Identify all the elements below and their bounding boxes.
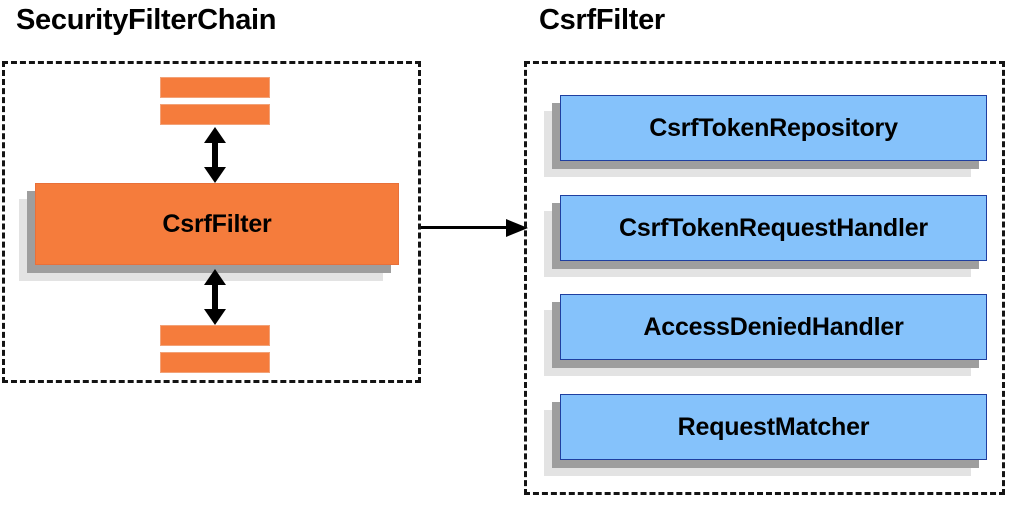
bidirectional-arrow-above-icon: [204, 127, 226, 183]
arrow-head-up-icon: [204, 127, 226, 143]
filter-stripe-above-2: [160, 104, 270, 125]
card-face: CsrfTokenRequestHandler: [560, 195, 987, 261]
filter-stripe-above-1: [160, 77, 270, 98]
security-filter-chain-container: [2, 61, 421, 383]
card-face: AccessDeniedHandler: [560, 294, 987, 360]
arrow-head-down-icon: [204, 167, 226, 183]
bidirectional-arrow-below-icon: [204, 269, 226, 325]
collaborator-card-access-denied-handler[interactable]: AccessDeniedHandler: [544, 294, 987, 376]
arrow-head-right-icon: [506, 219, 528, 237]
filter-stripe-below-2: [160, 352, 270, 373]
collaborator-label: AccessDeniedHandler: [643, 312, 904, 341]
arrow-head-up-icon: [204, 269, 226, 285]
collaborator-card-csrf-token-repository[interactable]: CsrfTokenRepository: [544, 95, 987, 177]
card-face: RequestMatcher: [560, 394, 987, 460]
collaborator-card-csrf-token-request-handler[interactable]: CsrfTokenRequestHandler: [544, 195, 987, 277]
arrow-shaft: [212, 279, 218, 315]
collaborator-label: CsrfTokenRequestHandler: [619, 213, 928, 242]
csrf-filter-card[interactable]: CsrfFilter: [19, 183, 399, 281]
csrf-filter-label: CsrfFilter: [162, 209, 272, 238]
card-face: CsrfTokenRepository: [560, 95, 987, 161]
arrow-shaft: [421, 226, 509, 229]
arrow-shaft: [212, 137, 218, 173]
filter-stripe-below-1: [160, 325, 270, 346]
csrf-filter-collaborators-container: [524, 61, 1005, 495]
collaborator-card-request-matcher[interactable]: RequestMatcher: [544, 394, 987, 476]
csrf-filter-detail-arrow-icon: [421, 219, 528, 237]
collaborator-label: CsrfTokenRepository: [649, 113, 898, 142]
left-panel-title: SecurityFilterChain: [16, 4, 277, 36]
right-panel-title: CsrfFilter: [539, 4, 665, 36]
collaborator-label: RequestMatcher: [677, 412, 870, 441]
card-face: CsrfFilter: [35, 183, 399, 265]
arrow-head-down-icon: [204, 309, 226, 325]
